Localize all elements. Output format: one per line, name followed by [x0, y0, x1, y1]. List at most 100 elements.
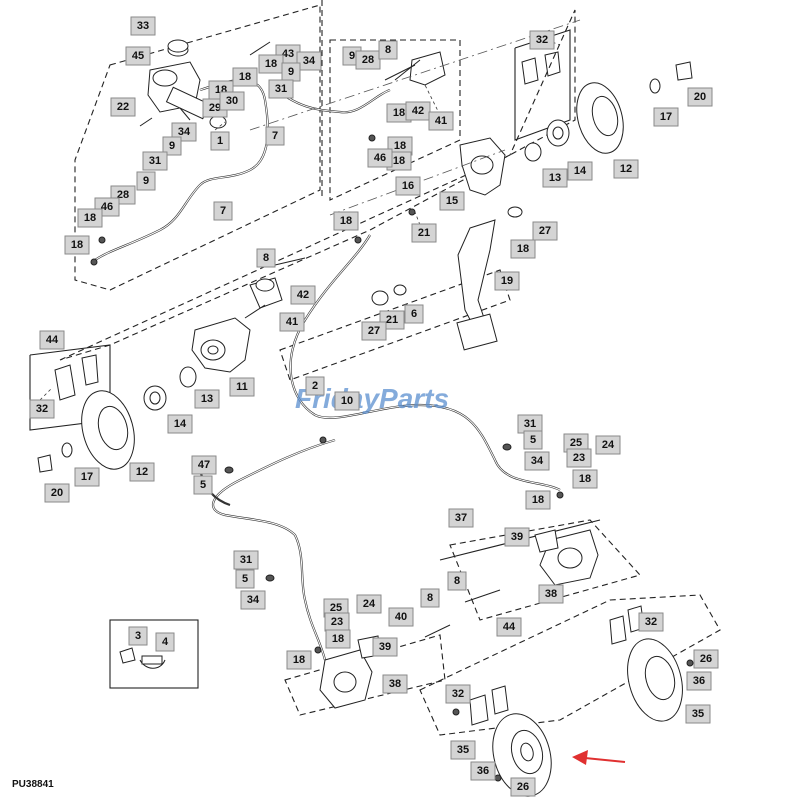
callout-39: 39 — [372, 637, 398, 657]
indicator-arrow — [572, 750, 626, 765]
callout-label: 12 — [620, 163, 632, 175]
callout-label: 28 — [117, 189, 129, 201]
callout-9: 9 — [162, 136, 182, 156]
rear-caliper-right — [534, 529, 599, 586]
callout-label: 3 — [135, 630, 141, 642]
callout-label: 9 — [143, 175, 149, 187]
callout-7: 7 — [213, 201, 233, 221]
callout-label: 18 — [239, 71, 251, 83]
callout-label: 14 — [574, 165, 587, 177]
callout-label: 11 — [236, 381, 248, 393]
callout-label: 8 — [454, 575, 460, 587]
callout-20: 20 — [44, 483, 70, 503]
callout-label: 44 — [46, 334, 59, 346]
callout-label: 36 — [477, 765, 489, 777]
callout-label: 16 — [402, 180, 414, 192]
callout-13: 13 — [542, 168, 568, 188]
callout-label: 18 — [394, 140, 406, 152]
callout-1: 1 — [210, 131, 230, 151]
callout-label: 35 — [457, 744, 469, 756]
callout-label: 18 — [71, 239, 83, 251]
callout-35: 35 — [450, 740, 476, 760]
callout-label: 34 — [247, 594, 260, 606]
callout-label: 7 — [220, 205, 226, 217]
callout-label: 47 — [198, 459, 210, 471]
callout-8: 8 — [447, 571, 467, 591]
callout-label: 26 — [517, 781, 529, 793]
callout-label: 4 — [162, 636, 169, 648]
callout-46: 46 — [367, 148, 393, 168]
callout-label: 8 — [427, 592, 433, 604]
callout-47: 47 — [191, 455, 217, 475]
callout-label: 30 — [226, 95, 238, 107]
callout-31: 31 — [142, 151, 168, 171]
callout-label: 37 — [455, 512, 467, 524]
rear-caliper-left — [319, 635, 381, 709]
inset-clip-parts — [119, 647, 166, 669]
callout-7: 7 — [265, 126, 285, 146]
callout-label: 10 — [341, 395, 353, 407]
callout-label: 41 — [435, 115, 447, 127]
callout-label: 38 — [545, 588, 557, 600]
callout-38: 38 — [382, 674, 408, 694]
callout-label: 18 — [579, 473, 591, 485]
callout-19: 19 — [494, 271, 520, 291]
callout-4: 4 — [155, 632, 175, 652]
callout-17: 17 — [74, 467, 100, 487]
callout-33: 33 — [130, 16, 156, 36]
callout-label: 12 — [136, 466, 148, 478]
callout-18: 18 — [572, 469, 598, 489]
callout-24: 24 — [595, 435, 621, 455]
callout-label: 34 — [531, 455, 544, 467]
callout-label: 9 — [169, 140, 175, 152]
callout-label: 31 — [524, 418, 536, 430]
callout-34: 34 — [240, 590, 266, 610]
brake-lines — [94, 78, 561, 661]
callout-17: 17 — [653, 107, 679, 127]
callout-5: 5 — [235, 569, 255, 589]
callout-18: 18 — [232, 67, 258, 87]
callout-label: 33 — [137, 20, 149, 32]
callout-8: 8 — [378, 40, 398, 60]
callout-35: 35 — [685, 704, 711, 724]
callout-label: 18 — [293, 654, 305, 666]
callout-label: 18 — [340, 215, 352, 227]
callout-label: 18 — [265, 58, 277, 70]
callout-label: 34 — [178, 126, 191, 138]
callout-label: 24 — [602, 439, 615, 451]
fasteners — [90, 41, 694, 782]
leader-lines — [39, 39, 561, 401]
callout-18: 18 — [77, 208, 103, 228]
callout-30: 30 — [219, 91, 245, 111]
callout-9: 9 — [136, 171, 156, 191]
callout-label: 9 — [349, 50, 355, 62]
callout-16: 16 — [395, 176, 421, 196]
callout-11: 11 — [229, 377, 255, 397]
callout-26: 26 — [510, 777, 536, 797]
callout-label: 27 — [539, 225, 551, 237]
callout-label: 22 — [117, 101, 129, 113]
callout-label: 7 — [272, 130, 278, 142]
callout-label: 18 — [532, 494, 544, 506]
callout-label: 31 — [240, 554, 252, 566]
callout-label: 6 — [411, 308, 417, 320]
callout-8: 8 — [420, 588, 440, 608]
callout-label: 25 — [570, 437, 582, 449]
callout-label: 25 — [330, 602, 342, 614]
callout-22: 22 — [110, 97, 136, 117]
callout-label: 18 — [517, 243, 529, 255]
callout-label: 27 — [368, 325, 380, 337]
callout-label: 42 — [412, 105, 424, 117]
callout-label: 41 — [286, 316, 298, 328]
callout-label: 29 — [209, 102, 221, 114]
callout-label: 36 — [693, 675, 705, 687]
callout-label: 45 — [132, 50, 144, 62]
callout-label: 44 — [503, 621, 516, 633]
callout-26: 26 — [693, 649, 719, 669]
callout-31: 31 — [517, 414, 543, 434]
callout-44: 44 — [496, 617, 522, 637]
callout-32: 32 — [529, 30, 555, 50]
callout-38: 38 — [538, 584, 564, 604]
callout-18: 18 — [64, 235, 90, 255]
callout-label: 28 — [362, 54, 374, 66]
